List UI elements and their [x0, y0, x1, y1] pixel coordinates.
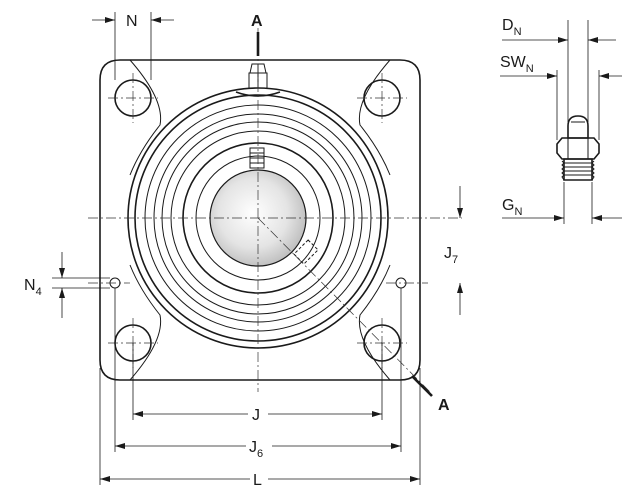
dimension-j7: J7	[444, 186, 463, 315]
dimension-l: L	[99, 368, 421, 489]
bolt-hole-top-left	[108, 73, 158, 123]
dimension-j7-subscript: 7	[452, 254, 458, 266]
svg-text:N4: N4	[24, 277, 42, 298]
svg-text:J7: J7	[444, 245, 458, 266]
dimension-gn: GN	[502, 182, 622, 224]
dimension-swn-subscript: N	[526, 63, 534, 75]
dimension-gn-subscript: N	[514, 206, 522, 218]
dimension-n4: N4	[24, 252, 110, 318]
dimension-l-label: L	[253, 472, 262, 489]
dimension-gn-label: G	[502, 197, 514, 214]
dimension-dn-label: D	[502, 17, 514, 34]
svg-text:J6: J6	[249, 439, 263, 460]
dimension-n-label: N	[126, 13, 138, 30]
dimension-n4-label: N	[24, 277, 36, 294]
dimension-j7-label: J	[444, 245, 452, 262]
dimension-swn-label: SW	[500, 54, 527, 71]
section-marker-top: A	[251, 13, 263, 56]
section-label-top: A	[251, 13, 263, 30]
bolt-hole-top-right	[357, 73, 407, 123]
dimension-j6-label: J	[249, 439, 257, 456]
grease-nipple-detail	[556, 115, 600, 181]
dimension-n: N	[92, 12, 174, 80]
dimension-j: J	[132, 343, 383, 424]
dimension-j-label: J	[252, 407, 260, 424]
dimension-dn-subscript: N	[514, 26, 522, 38]
svg-text:SWN: SWN	[500, 54, 534, 75]
svg-text:DN: DN	[502, 17, 522, 38]
section-label-bottom: A	[438, 397, 450, 414]
dimension-dn: DN	[502, 17, 616, 122]
section-marker-bottom: A	[411, 375, 450, 414]
dimension-j6: J6	[114, 288, 402, 460]
section-line-diagonal	[257, 217, 431, 393]
dimension-swn: SWN	[500, 54, 622, 140]
set-screw-top	[249, 147, 265, 169]
svg-text:GN: GN	[502, 197, 522, 218]
dimension-j6-subscript: 6	[257, 448, 263, 460]
dimension-n4-subscript: 4	[36, 286, 42, 298]
